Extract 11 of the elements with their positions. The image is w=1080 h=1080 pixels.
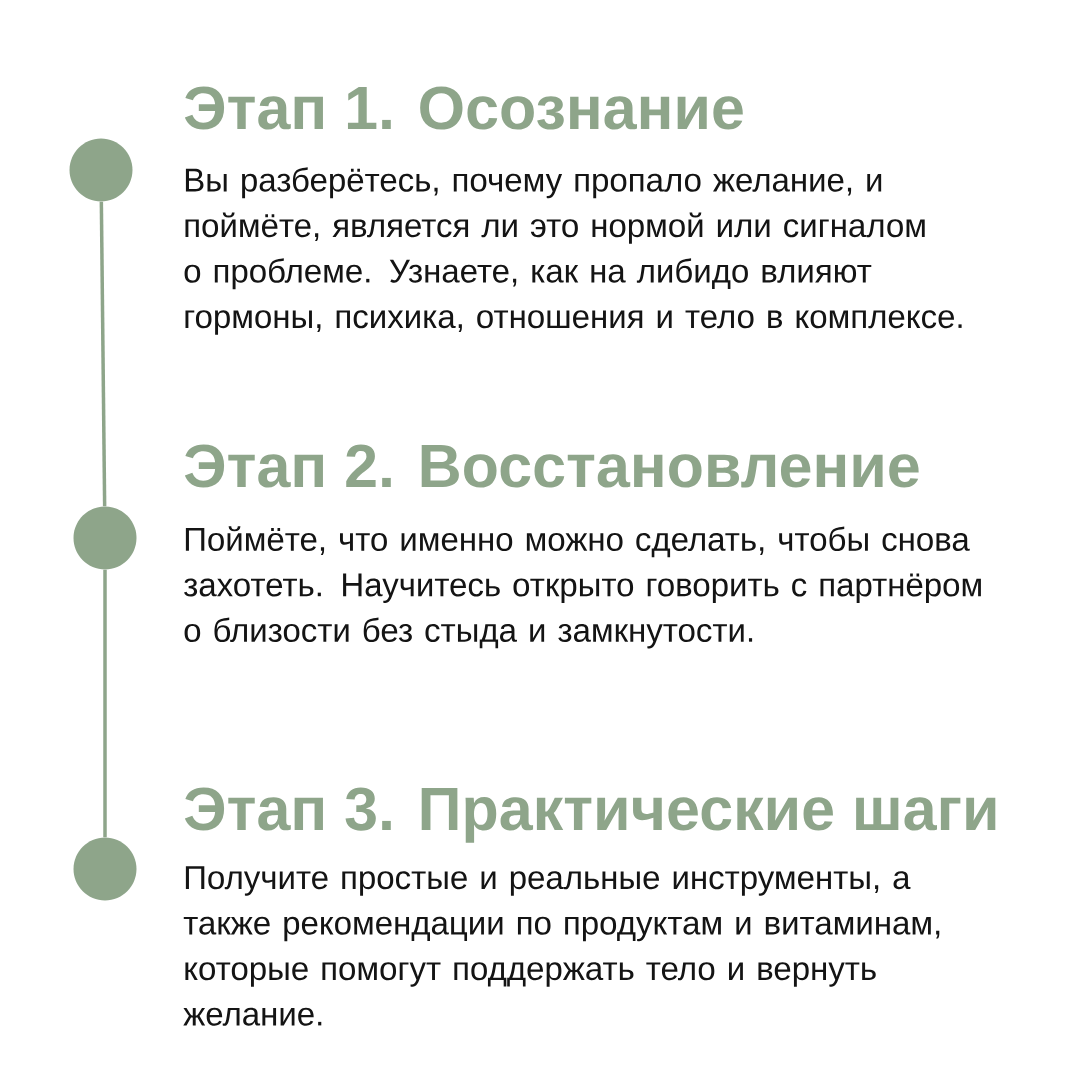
stage-heading: Этап 1. Осознание [184,86,743,130]
stage-heading: Этап 3. Практические шаги [184,787,996,843]
timeline-line [99,201,107,507]
timeline-dot [73,837,137,901]
stage-heading: Этап 2. Восстановление [184,444,919,488]
timeline-dot [73,506,137,570]
timeline-dot [69,138,133,202]
stage-description: Вы разберётесь, почему пропало желание, и поймёте, является ли это нормой или сигналом о проблеме. Узнаете, как на либидо влияют гормоны, психика, отношения и тело в комплексе. [184,167,962,335]
stage-description: Получите простые и реальные инструменты, а также рекомендации по продуктам и витаминам, которые помогут поддержать тело и вернуть желание. [183,866,940,1026]
stage-description: Поймёте, что именно можно сделать, чтобы снова захотеть. Научитесь открыто говорить с партнёром о близости без стыда и замкнутости. [184,526,981,649]
timeline-line [103,569,107,838]
